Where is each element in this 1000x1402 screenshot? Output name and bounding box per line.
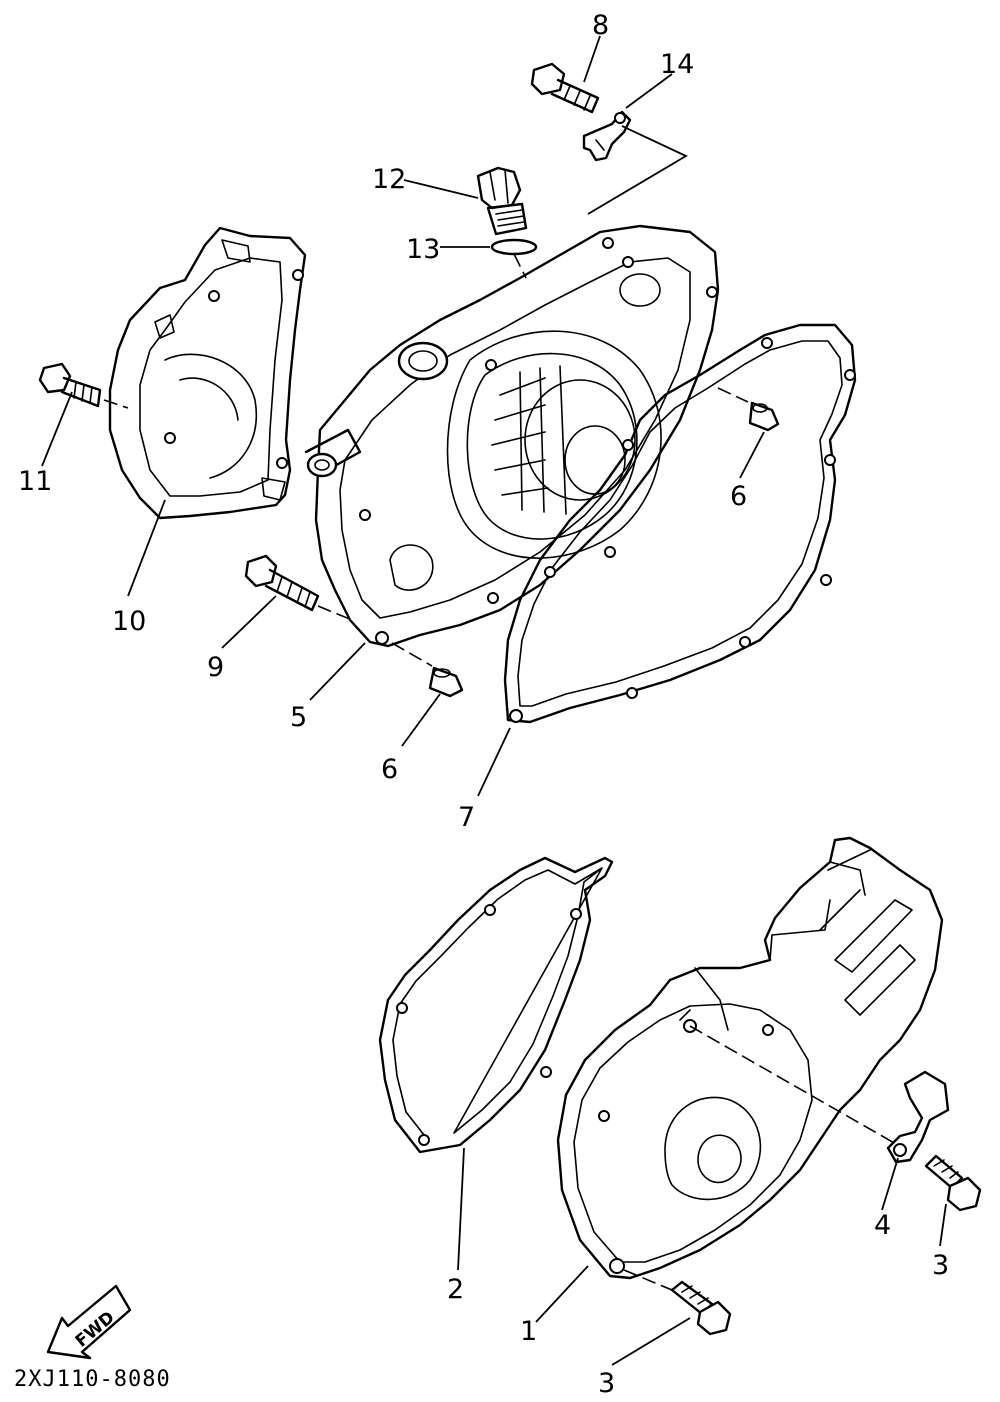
part-3-dash — [623, 1269, 673, 1291]
part-3-bolt-lower — [670, 1280, 732, 1336]
label-part-6-upper: 6 — [730, 481, 747, 512]
part-4-dash — [689, 1025, 897, 1145]
part-number-labels: 8 14 12 13 11 6 10 9 5 6 7 4 3 2 1 3 — [18, 10, 949, 1399]
label-part-7: 7 — [458, 802, 475, 833]
part-13-dash — [513, 253, 527, 279]
label-part-6-lower: 6 — [381, 754, 398, 785]
label-part-3-right: 3 — [932, 1250, 949, 1281]
part-9-bolt — [244, 554, 320, 612]
label-part-5: 5 — [290, 702, 307, 733]
label-part-8: 8 — [592, 10, 609, 41]
part-11-bolt — [38, 362, 102, 408]
part-6-dowel-upper — [748, 401, 780, 432]
drawing-code: 2XJ110-8080 — [14, 1367, 171, 1392]
label-part-4: 4 — [874, 1210, 891, 1241]
part-3-bolt-right — [924, 1154, 982, 1212]
part-14-clamp — [582, 110, 632, 162]
label-part-3-lower: 3 — [598, 1368, 615, 1399]
label-part-2: 2 — [447, 1274, 464, 1305]
lower-leader-lines — [457, 1147, 947, 1366]
part-13-o-ring — [490, 238, 538, 256]
part-1-lower-cover — [556, 836, 944, 1280]
part-11-dash — [103, 399, 129, 409]
part-6-dash-upper — [717, 387, 749, 403]
part-6-dowel-lower — [428, 666, 464, 698]
label-part-9: 9 — [207, 652, 224, 683]
label-part-1: 1 — [520, 1316, 537, 1347]
label-part-13: 13 — [406, 234, 440, 265]
part-6-dash-lower — [391, 642, 433, 667]
label-part-11: 11 — [18, 466, 52, 497]
part-10-cover — [108, 226, 307, 520]
upper-leader-lines — [41, 35, 765, 797]
fwd-direction-arrow: FWD — [46, 1284, 132, 1360]
part-7-gasket — [503, 323, 857, 724]
part-2-gasket — [378, 856, 614, 1154]
label-part-14: 14 — [660, 49, 694, 80]
part-5-crankcase-cover — [304, 224, 720, 648]
part-4-clamp — [886, 1070, 950, 1164]
part-9-dash — [317, 605, 353, 621]
part-12-filler-plug — [476, 166, 528, 236]
part-14-guide-line — [587, 125, 688, 215]
label-part-12: 12 — [372, 164, 406, 195]
fwd-label: FWD — [72, 1308, 119, 1352]
label-part-10: 10 — [112, 606, 146, 637]
part-8-bolt — [530, 62, 600, 114]
